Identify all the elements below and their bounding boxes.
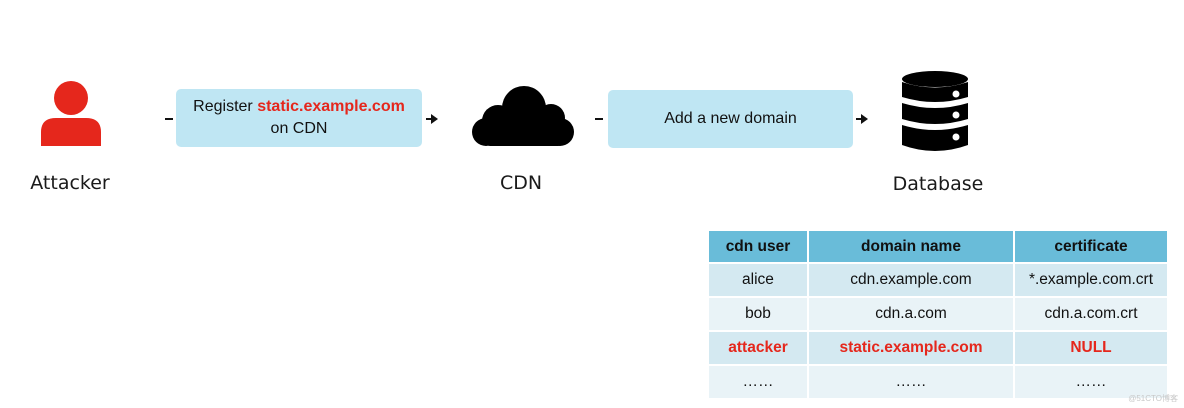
- attacker-icon: [41, 81, 101, 146]
- arrow-to-database: [856, 114, 868, 124]
- header-cdn-user: cdn user: [709, 231, 809, 263]
- add-domain-label: Add a new domain: [664, 110, 797, 127]
- cell-cert: ……: [1014, 364, 1167, 398]
- cell-domain: cdn.example.com: [808, 262, 1015, 297]
- arrow-to-cdn: [426, 114, 438, 124]
- connector-dash: [165, 118, 173, 120]
- cell-user: alice: [709, 262, 809, 297]
- register-domain: static.example.com: [257, 98, 405, 115]
- database-label: Database: [892, 173, 984, 195]
- register-prefix: Register: [193, 98, 258, 115]
- cell-cert: cdn.a.com.crt: [1014, 296, 1167, 331]
- database-icon: [902, 71, 968, 151]
- connector-dash: [595, 118, 603, 120]
- cell-user: attacker: [709, 330, 809, 365]
- cell-user: bob: [709, 296, 809, 331]
- cell-cert: *.example.com.crt: [1014, 262, 1167, 297]
- table-row-attacker: attacker static.example.com NULL: [709, 330, 1167, 365]
- cell-domain: cdn.a.com: [808, 296, 1015, 331]
- cdn-domain-table: cdn user domain name certificate alice c…: [709, 231, 1167, 398]
- attacker-label: Attacker: [30, 172, 110, 194]
- register-step-line1: Register static.example.com: [193, 96, 405, 118]
- cell-user: ……: [709, 364, 809, 398]
- cdn-label: CDN: [499, 172, 543, 194]
- register-step-line2: on CDN: [270, 120, 328, 137]
- cloud-icon: [472, 86, 574, 146]
- cell-domain: ……: [808, 364, 1015, 398]
- table-row: bob cdn.a.com cdn.a.com.crt: [709, 296, 1167, 331]
- add-domain-box: Add a new domain: [608, 90, 853, 148]
- header-domain-name: domain name: [808, 231, 1015, 263]
- table-row: …… …… ……: [709, 364, 1167, 398]
- register-step-box: Register static.example.com on CDN: [176, 89, 422, 147]
- cell-domain: static.example.com: [808, 330, 1015, 365]
- table-header-row: cdn user domain name certificate: [709, 231, 1167, 263]
- table-row: alice cdn.example.com *.example.com.crt: [709, 262, 1167, 297]
- header-certificate: certificate: [1014, 231, 1167, 263]
- watermark: @51CTO博客: [1128, 394, 1178, 403]
- cell-cert: NULL: [1014, 330, 1167, 365]
